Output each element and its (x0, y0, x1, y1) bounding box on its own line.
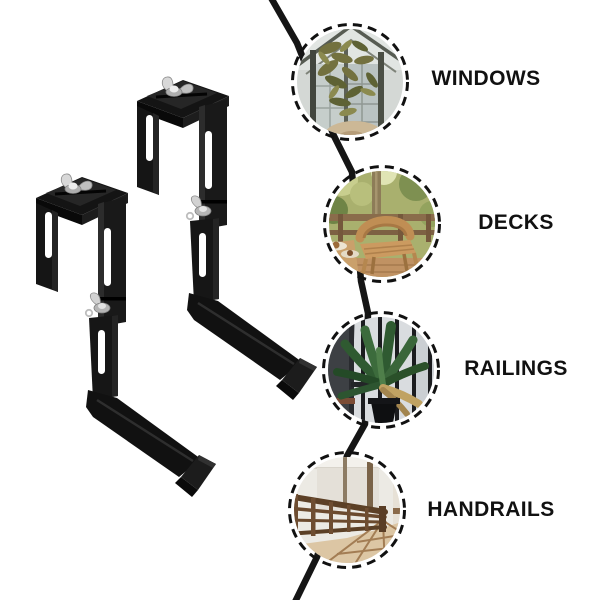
use-case-photo-railings (321, 310, 441, 430)
use-case-photo-decks (322, 164, 442, 284)
use-case-label-windows: WINDOWS (431, 67, 541, 90)
use-case-label-decks: DECKS (478, 211, 554, 234)
use-case-label-handrails: HANDRAILS (427, 498, 555, 521)
greenhouse-window-photo (291, 23, 409, 141)
balcony-railing-palm-photo (322, 311, 440, 429)
use-case-photo-handrails (287, 450, 407, 570)
use-case-label-railings: RAILINGS (464, 357, 568, 380)
wooden-deck-chair-photo (323, 165, 441, 283)
bracket-front (34, 172, 218, 499)
indoor-wooden-handrail-photo (288, 451, 406, 569)
use-case-photo-windows (290, 22, 410, 142)
